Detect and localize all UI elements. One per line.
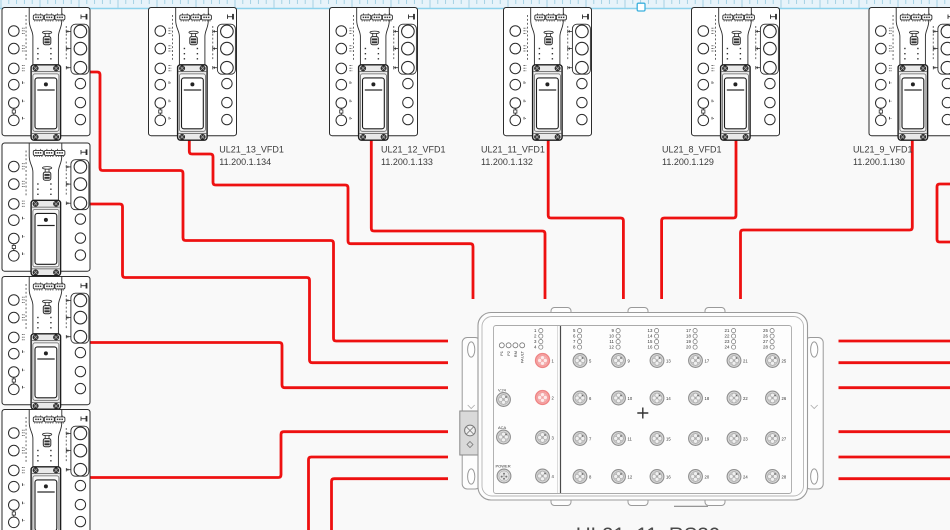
svg-text:14: 14 xyxy=(666,396,671,401)
svg-text:16: 16 xyxy=(648,345,653,350)
svg-text:15: 15 xyxy=(648,339,653,344)
svg-text:11.200.1.133: 11.200.1.133 xyxy=(381,157,433,167)
svg-text:11: 11 xyxy=(628,436,633,441)
svg-text:P1: P1 xyxy=(499,350,504,356)
svg-text:6: 6 xyxy=(573,334,576,339)
svg-text:23: 23 xyxy=(725,339,730,344)
svg-text:1: 1 xyxy=(534,328,537,333)
svg-text:4: 4 xyxy=(552,474,555,479)
svg-text:9: 9 xyxy=(628,358,631,363)
svg-text:14: 14 xyxy=(648,334,653,339)
svg-text:13: 13 xyxy=(666,358,671,363)
svg-text:24: 24 xyxy=(743,474,748,479)
svg-text:10: 10 xyxy=(609,334,614,339)
svg-text:4: 4 xyxy=(534,345,537,350)
svg-text:18: 18 xyxy=(705,396,710,401)
svg-text:POWER: POWER xyxy=(496,464,511,469)
svg-text:5: 5 xyxy=(573,328,576,333)
svg-text:11.200.1.129: 11.200.1.129 xyxy=(662,157,714,167)
svg-text:RM: RM xyxy=(513,351,518,357)
svg-text:V.24: V.24 xyxy=(498,388,507,393)
svg-text:22: 22 xyxy=(725,334,730,339)
svg-text:2: 2 xyxy=(552,395,555,400)
svg-text:9: 9 xyxy=(611,328,614,333)
svg-text:2: 2 xyxy=(534,334,537,339)
svg-text:11.200.1.134: 11.200.1.134 xyxy=(219,157,271,167)
svg-text:13: 13 xyxy=(648,328,653,333)
svg-text:ACA: ACA xyxy=(498,425,507,430)
svg-text:7: 7 xyxy=(589,436,592,441)
svg-text:P2: P2 xyxy=(506,350,511,356)
svg-text:5: 5 xyxy=(589,358,592,363)
svg-text:26: 26 xyxy=(763,334,768,339)
svg-text:7: 7 xyxy=(573,339,576,344)
svg-text:UL21_13_VFD1: UL21_13_VFD1 xyxy=(219,144,284,154)
svg-text:12: 12 xyxy=(628,474,633,479)
svg-text:17: 17 xyxy=(705,358,710,363)
svg-text:25: 25 xyxy=(782,358,787,363)
svg-text:27: 27 xyxy=(763,339,768,344)
svg-text:16: 16 xyxy=(666,474,671,479)
svg-text:11.200.1.132: 11.200.1.132 xyxy=(481,157,533,167)
svg-text:12: 12 xyxy=(609,345,614,350)
svg-text:18: 18 xyxy=(686,334,691,339)
svg-text:21: 21 xyxy=(743,358,748,363)
svg-text:19: 19 xyxy=(705,436,710,441)
svg-text:28: 28 xyxy=(782,474,787,479)
svg-text:28: 28 xyxy=(763,345,768,350)
svg-text:20: 20 xyxy=(686,345,691,350)
svg-text:20: 20 xyxy=(705,474,710,479)
svg-text:17: 17 xyxy=(686,328,691,333)
svg-text:1: 1 xyxy=(552,358,555,363)
svg-text:10: 10 xyxy=(628,396,633,401)
svg-text:UL21_11_VFD1: UL21_11_VFD1 xyxy=(481,144,545,154)
svg-text:26: 26 xyxy=(782,396,787,401)
svg-text:21: 21 xyxy=(725,328,730,333)
svg-text:23: 23 xyxy=(743,436,748,441)
svg-text:3: 3 xyxy=(534,339,537,344)
svg-text:22: 22 xyxy=(743,396,748,401)
svg-text:FAULT: FAULT xyxy=(520,350,525,363)
svg-text:UL21_12_VFD1: UL21_12_VFD1 xyxy=(381,144,446,154)
svg-text:UL21_8_VFD1: UL21_8_VFD1 xyxy=(662,144,722,154)
svg-text:19: 19 xyxy=(686,339,691,344)
svg-text:UL21_9_VFD1: UL21_9_VFD1 xyxy=(853,144,913,154)
svg-text:3: 3 xyxy=(552,435,555,440)
svg-text:8: 8 xyxy=(589,474,592,479)
svg-text:UL21_11_RS30: UL21_11_RS30 xyxy=(576,524,720,530)
svg-text:11: 11 xyxy=(609,339,614,344)
svg-text:6: 6 xyxy=(589,396,592,401)
svg-text:25: 25 xyxy=(763,328,768,333)
svg-text:11.200.1.130: 11.200.1.130 xyxy=(853,157,905,167)
svg-text:8: 8 xyxy=(573,345,576,350)
svg-text:24: 24 xyxy=(725,345,730,350)
svg-text:27: 27 xyxy=(782,436,787,441)
svg-text:15: 15 xyxy=(666,436,671,441)
